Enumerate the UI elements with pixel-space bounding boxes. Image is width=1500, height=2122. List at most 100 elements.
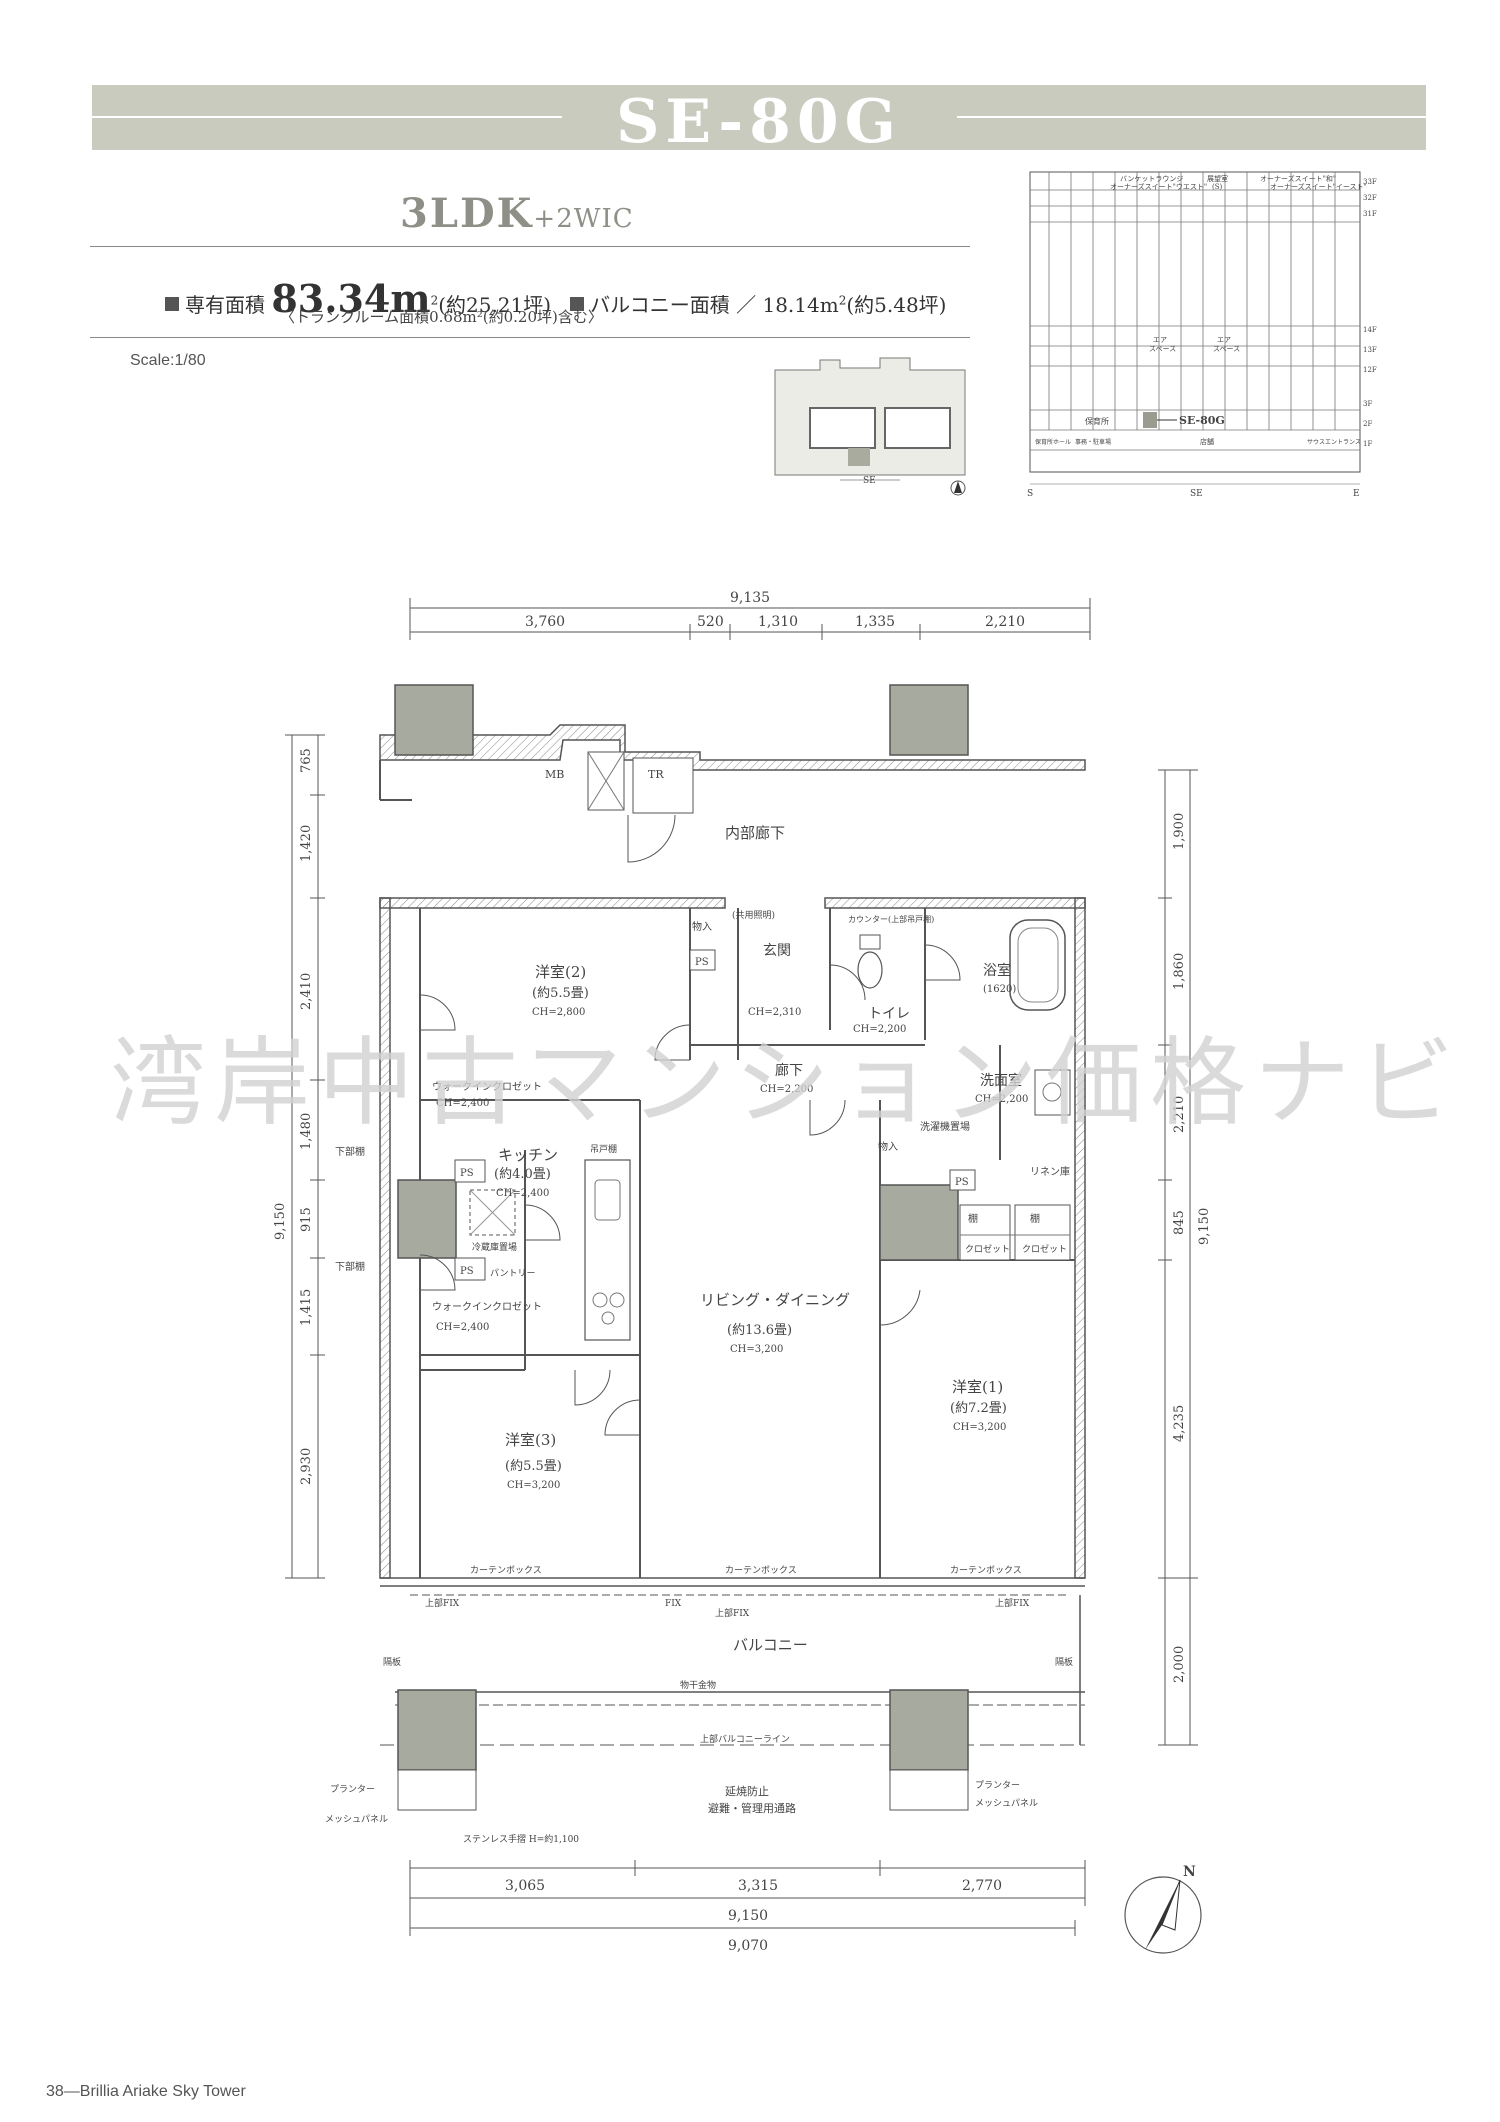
key-plan-label-wa: オーナーズスイート"和" — [1260, 174, 1336, 183]
label-linen: リネン庫 — [1030, 1165, 1070, 1178]
label-shelf: 棚 — [968, 1212, 978, 1225]
dim-top-total: 9,135 — [730, 590, 770, 606]
label-bed3-ch: CH=3,200 — [507, 1480, 560, 1491]
planter — [889, 1769, 969, 1811]
label-pantry: パントリー — [490, 1268, 535, 1279]
label-curtain-box: カーテンボックス — [725, 1565, 797, 1576]
label-drying-rack: 物干金物 — [680, 1679, 716, 1691]
label-lower-shelf: 下部棚 — [335, 1145, 365, 1158]
key-plan-bottom-se: SE — [1190, 489, 1203, 499]
layout-type: 3LDK+2WIC — [400, 190, 634, 237]
dim-top: 2,210 — [985, 614, 1025, 630]
toilet-icon — [857, 951, 883, 989]
page-number: 38 — [46, 2083, 64, 2100]
key-plan-floor: 14F — [1363, 326, 1377, 334]
key-plan-floor: 12F — [1363, 366, 1377, 374]
key-plan-label-banquet: バンケットラウンジ — [1120, 175, 1183, 183]
dim-right-total: 9,150 — [1197, 1208, 1212, 1245]
corridor-wall — [379, 684, 1086, 863]
key-plan-floor: 3F — [1363, 400, 1372, 408]
area-value: 83.34m — [271, 276, 431, 321]
label-cabinet: 吊戸棚 — [590, 1143, 617, 1155]
key-plan-row-entrance: サウスエントランス — [1307, 438, 1361, 446]
label-kitchen-size: (約4.0畳) — [494, 1167, 551, 1182]
label-fridge: 冷蔵庫置場 — [472, 1241, 517, 1253]
label-wic1: ウォークインクロゼット — [432, 1081, 542, 1093]
dim-right: 1,860 — [1172, 953, 1187, 990]
key-plan-row-hall: 保育所ホール — [1035, 438, 1071, 446]
unit-position-marker — [848, 448, 870, 466]
label-storage: 物入 — [878, 1140, 898, 1153]
unit-code: SE-80G — [616, 87, 902, 157]
stove-burner-icon — [592, 1292, 608, 1308]
label-bath-size: (1620) — [983, 984, 1016, 995]
balcony-sup: 2 — [838, 293, 847, 308]
key-plan-bottom-s: S — [1027, 489, 1033, 499]
label-curtain-box: カーテンボックス — [470, 1565, 542, 1576]
area-tsubo: (約25.21坪) — [438, 293, 552, 317]
key-plan: SE-80G バンケットラウンジ オーナーズスイート"ウエスト" 展望室 (S)… — [1027, 171, 1377, 499]
label-bed1-size: (約7.2畳) — [950, 1401, 1007, 1416]
balcony-tsubo: (約5.48坪) — [846, 293, 947, 317]
label-storage: 物入 — [692, 920, 712, 933]
label-ps: PS — [695, 957, 709, 968]
label-bed2: 洋室(2) — [535, 963, 586, 981]
dim-left: 1,415 — [299, 1289, 314, 1326]
key-plan-floor: 32F — [1363, 194, 1377, 202]
column — [879, 1184, 959, 1261]
label-closet: クロゼット — [965, 1243, 1010, 1255]
label-lower-shelf: 下部棚 — [335, 1260, 365, 1273]
washbasin — [1034, 1069, 1071, 1116]
dim-right: 845 — [1172, 1210, 1187, 1235]
bullet-square — [165, 297, 179, 311]
dim-top: 1,310 — [758, 614, 798, 630]
label-ps: PS — [460, 1266, 474, 1277]
label-wic1-ch: CH=2,400 — [436, 1098, 489, 1109]
label-ps: PS — [955, 1177, 969, 1188]
label-bed2-size: (約5.5畳) — [532, 986, 589, 1001]
label-ldk: リビング・ダイニング — [700, 1291, 850, 1309]
key-plan-hoiku: 保育所 — [1085, 416, 1109, 426]
key-plan-bottom-e: E — [1353, 489, 1360, 499]
key-plan-floor: 31F — [1363, 210, 1377, 218]
dim-bottom: 2,770 — [962, 1878, 1002, 1894]
column — [397, 1179, 457, 1259]
key-plan-floor: 13F — [1363, 346, 1377, 354]
key-plan-row-shop: 店舗 — [1200, 437, 1214, 446]
label-curtain-box: カーテンボックス — [950, 1565, 1022, 1576]
label-ldk-size: (約13.6畳) — [727, 1323, 792, 1338]
label-planter: プランター — [330, 1784, 375, 1795]
title-banner: SE-80G — [92, 85, 1426, 157]
label-bath: 浴室 — [983, 962, 1011, 979]
label-mesh-panel: メッシュパネル — [975, 1798, 1038, 1809]
trunk-room-note: 〈トランクルーム面積0.68m²(約0.20坪)含む〉 — [280, 308, 603, 326]
window-band — [380, 1577, 1085, 1746]
key-plan-unit-marker — [1143, 412, 1157, 428]
label-shelf: 棚 — [1030, 1212, 1040, 1225]
dim-right: 2,000 — [1172, 1646, 1187, 1683]
balcony-label: バルコニー面積 ／ 18.14m — [590, 293, 839, 317]
dim-right: 2,210 — [1172, 1096, 1187, 1133]
label-mb: MB — [545, 768, 564, 781]
label-washroom: 洗面室 — [980, 1072, 1022, 1089]
dim-left: 2,930 — [299, 1448, 314, 1485]
label-kitchen: キッチン — [498, 1146, 558, 1164]
label-fix-upper: 上部FIX — [995, 1597, 1030, 1609]
header-rule-top — [90, 246, 970, 247]
label-partition-plate: 隔板 — [383, 1656, 401, 1668]
label-handrail: ステンレス手摺 H=約1,100 — [463, 1833, 579, 1845]
column — [889, 1689, 969, 1771]
dim-left: 1,420 — [299, 825, 314, 862]
label-kitchen-ch: CH=2,400 — [496, 1188, 549, 1199]
label-mesh-panel: メッシュパネル — [325, 1814, 388, 1825]
layout-type-main: 3LDK — [400, 190, 534, 237]
page-footer: 38—Brillia Ariake Sky Tower — [46, 2083, 246, 2100]
kitchen-counter — [584, 1159, 631, 1341]
key-plan-air1b: スペース — [1149, 345, 1176, 353]
label-bed1: 洋室(1) — [952, 1378, 1003, 1396]
banner-rule-left — [92, 116, 562, 118]
key-plan-floor: 1F — [1363, 440, 1372, 448]
key-plan-label-east: オーナーズスイート"イースト" — [1270, 182, 1367, 191]
label-genkan-ch: CH=2,310 — [748, 1007, 801, 1018]
